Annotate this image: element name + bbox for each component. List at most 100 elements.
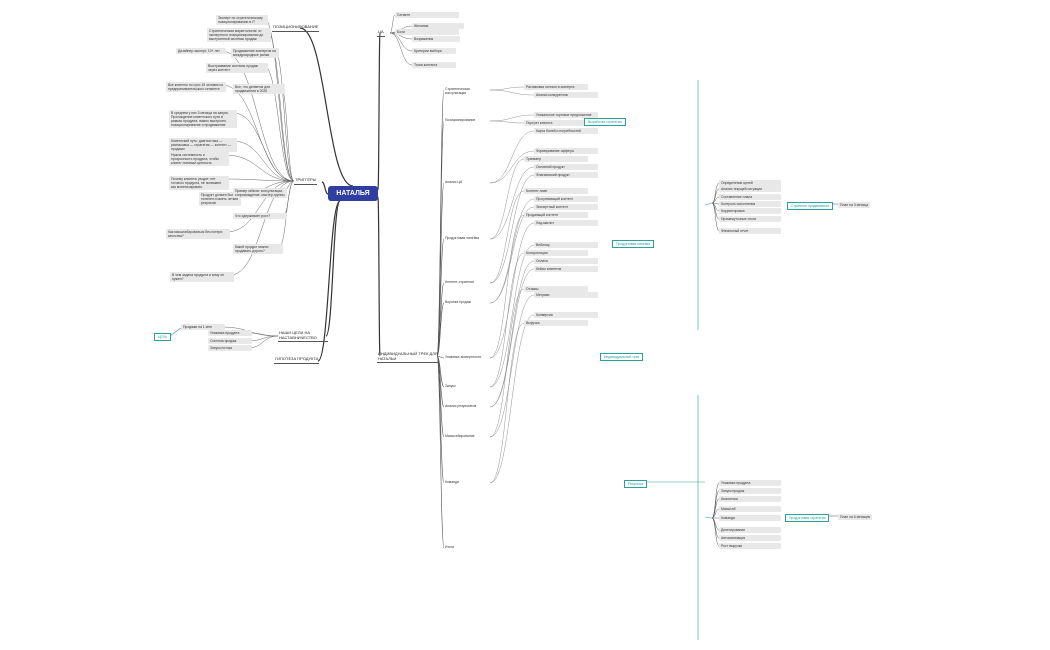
connector-line xyxy=(263,65,295,182)
strategy-step[interactable]: Финальный отчет xyxy=(719,228,781,235)
far-right-label[interactable]: Продуктовая стратегия xyxy=(785,514,830,523)
left-note[interactable]: Почему клиенты уходят: нет готового прод… xyxy=(169,176,229,191)
track-section[interactable]: Контент-стратегия xyxy=(445,280,475,284)
track-section[interactable]: Упаковка экспертности xyxy=(445,355,482,359)
connector-line xyxy=(711,498,720,519)
connector-line xyxy=(489,288,525,438)
left-note[interactable]: Как масштабироваться без потери качества… xyxy=(166,229,230,240)
left-note[interactable]: Стратегическая маркетология: от экспертн… xyxy=(207,28,271,43)
track-detail[interactable]: Формирование оффера xyxy=(534,148,598,155)
mentoring-goal-item[interactable]: Система продаж xyxy=(208,338,252,345)
track-detail[interactable]: Флагманский продукт xyxy=(534,172,598,179)
left-note[interactable]: Выстраивание системы продаж через контен… xyxy=(206,63,268,74)
far-right-tail-item[interactable]: План на 3 месяца xyxy=(838,202,871,209)
teal-note[interactable]: Продуктовая линейка xyxy=(612,240,655,249)
track-section[interactable]: Команда xyxy=(445,480,459,484)
track-detail[interactable]: Продающий контент xyxy=(524,212,588,219)
track-detail[interactable]: Метрики xyxy=(534,292,598,299)
left-note[interactable]: Все, что делается для продвижения в 2026 xyxy=(233,84,285,95)
left-note[interactable]: Пример кейсов: консультации, сопровожден… xyxy=(233,188,287,199)
product-step[interactable]: Рост выручки xyxy=(719,543,781,550)
strategy-step[interactable]: Определение целей xyxy=(719,180,781,187)
mentoring-goal-item[interactable]: Упаковка продукта xyxy=(208,330,252,337)
product-step[interactable]: Команда xyxy=(719,515,781,522)
track-section[interactable]: Анализ результатов xyxy=(445,404,477,408)
branch-target-audience[interactable]: ЦА xyxy=(377,29,385,37)
track-detail[interactable]: Уникальное торговое предложение xyxy=(534,112,598,119)
track-section[interactable]: Анализ ЦА xyxy=(445,180,463,184)
left-note[interactable]: Что сдерживает рост? xyxy=(233,213,287,220)
track-detail[interactable]: Основной продукт xyxy=(534,164,598,171)
track-section[interactable]: Воронка продаж xyxy=(445,300,471,304)
left-note[interactable]: Нужна системность и прозрачность продукт… xyxy=(169,152,229,167)
mentoring-goal-item[interactable]: Продажи на 1 млн xyxy=(181,324,225,331)
left-note[interactable]: Клиентский путь: диагностика — распаковк… xyxy=(169,138,237,153)
track-detail[interactable]: Анализ конкурентов xyxy=(534,92,598,99)
track-detail[interactable]: Контент-план xyxy=(524,188,588,195)
connector-line xyxy=(711,517,720,539)
track-detail[interactable]: Оплата xyxy=(534,258,598,265)
branch-individual-track[interactable]: ИНДИВИДУАЛЬНЫЙ ТРЕК ДЛЯ НАТАЛЬИ xyxy=(377,351,439,364)
product-step[interactable]: Запуск продаж xyxy=(719,488,781,495)
teal-note[interactable]: Результат xyxy=(624,480,648,489)
product-step[interactable]: Масштаб xyxy=(719,506,781,513)
track-detail[interactable]: Прогревающий контент xyxy=(534,196,598,203)
left-note[interactable]: Продвижение экспертов на международные р… xyxy=(231,48,279,59)
left-note[interactable]: Все клиенты по сути 15 человек из предпр… xyxy=(166,82,226,93)
track-detail[interactable]: Отзывы xyxy=(524,286,588,293)
track-section[interactable]: Запуск xyxy=(445,384,456,388)
left-note[interactable]: Продукт должен быть понятен и иметь четк… xyxy=(199,192,241,207)
strategy-step[interactable]: Контроль исполнения xyxy=(719,201,781,208)
product-step[interactable]: Упаковка продукта xyxy=(719,480,781,487)
target-audience-item[interactable]: Критерии выбора xyxy=(412,48,456,55)
track-section[interactable]: Итоги xyxy=(445,545,454,549)
product-step[interactable]: Автоматизация xyxy=(719,535,781,542)
track-detail[interactable]: Вебинар xyxy=(534,242,598,249)
track-detail[interactable]: Распаковка личности эксперта xyxy=(524,84,588,91)
target-audience-item[interactable]: Желания xyxy=(412,23,464,30)
target-audience-item[interactable]: Возражения xyxy=(412,36,460,43)
track-section[interactable]: Продуктовая линейка xyxy=(445,236,480,240)
goal-badge: ЦЕЛЬ xyxy=(154,333,172,342)
target-audience-item[interactable]: Боли xyxy=(395,29,459,36)
branch-triggers[interactable]: ТРИГГЕРЫ xyxy=(294,177,318,185)
track-detail[interactable]: Портрет клиента xyxy=(524,120,588,127)
left-note[interactable]: Дизайнер-эксперт, 10+ лет xyxy=(176,48,226,55)
track-detail[interactable]: Консультация xyxy=(524,250,588,257)
track-section[interactable]: Стратегическая консультация xyxy=(445,87,470,96)
connector-line xyxy=(489,294,535,438)
track-detail[interactable]: Кейсы клиентов xyxy=(534,266,598,273)
strategy-step[interactable]: Составление плана xyxy=(719,194,781,201)
track-section[interactable]: Позиционирование xyxy=(445,118,476,122)
strategy-step[interactable]: Корректировка xyxy=(719,208,781,215)
connector-line xyxy=(225,180,295,233)
branch-positioning[interactable]: ПОЗИЦИОНИРОВАНИЕ xyxy=(272,24,320,32)
far-right-label[interactable]: Стратегия продвижения xyxy=(787,202,833,211)
teal-note[interactable]: Индивидуальный трек xyxy=(600,353,644,362)
mentoring-goal-item[interactable]: Запуск потока xyxy=(208,345,252,352)
track-detail[interactable]: Трипваер xyxy=(524,156,588,163)
track-detail[interactable]: Карта болей и потребностей xyxy=(534,128,598,135)
left-note[interactable]: В среднем у них 3 месяца на запуск. Прох… xyxy=(169,110,237,129)
root-node[interactable]: НАТАЛЬЯ xyxy=(328,186,378,201)
strategy-step[interactable]: Промежуточные итоги xyxy=(719,216,781,223)
teal-note[interactable]: Выработка стратегии xyxy=(584,118,626,127)
track-detail[interactable]: Экспертный контент xyxy=(534,204,598,211)
connector-line xyxy=(224,154,295,182)
left-note[interactable]: Эксперт по стратегическому позиционирова… xyxy=(216,15,268,26)
branch-product-hypothesis[interactable]: ГИПОТЕЗА ПРОДУКТА xyxy=(274,356,320,364)
left-note[interactable]: Какой продукт можно продавать дорого? xyxy=(233,244,283,255)
target-audience-item[interactable]: Сегмент xyxy=(395,12,459,19)
strategy-step[interactable]: Анализ текущей ситуации xyxy=(719,186,781,193)
left-note[interactable]: В чем задача продукта и кому он нужен? xyxy=(170,272,234,283)
product-step[interactable]: Аналитика xyxy=(719,496,781,503)
branch-mentoring-goals[interactable]: НАШИ ЦЕЛИ НА НАСТАВНИЧЕСТВО xyxy=(278,330,328,343)
track-detail[interactable]: Конверсия xyxy=(534,312,598,319)
track-section[interactable]: Масштабирование xyxy=(445,434,475,438)
target-audience-item[interactable]: Точки контакта xyxy=(412,62,456,69)
track-detail[interactable]: Выручка xyxy=(524,320,588,327)
product-step[interactable]: Делегирование xyxy=(719,527,781,534)
far-right-tail-item[interactable]: План на 6 месяцев xyxy=(838,514,872,521)
track-detail[interactable]: Лид-магнит xyxy=(534,220,598,227)
